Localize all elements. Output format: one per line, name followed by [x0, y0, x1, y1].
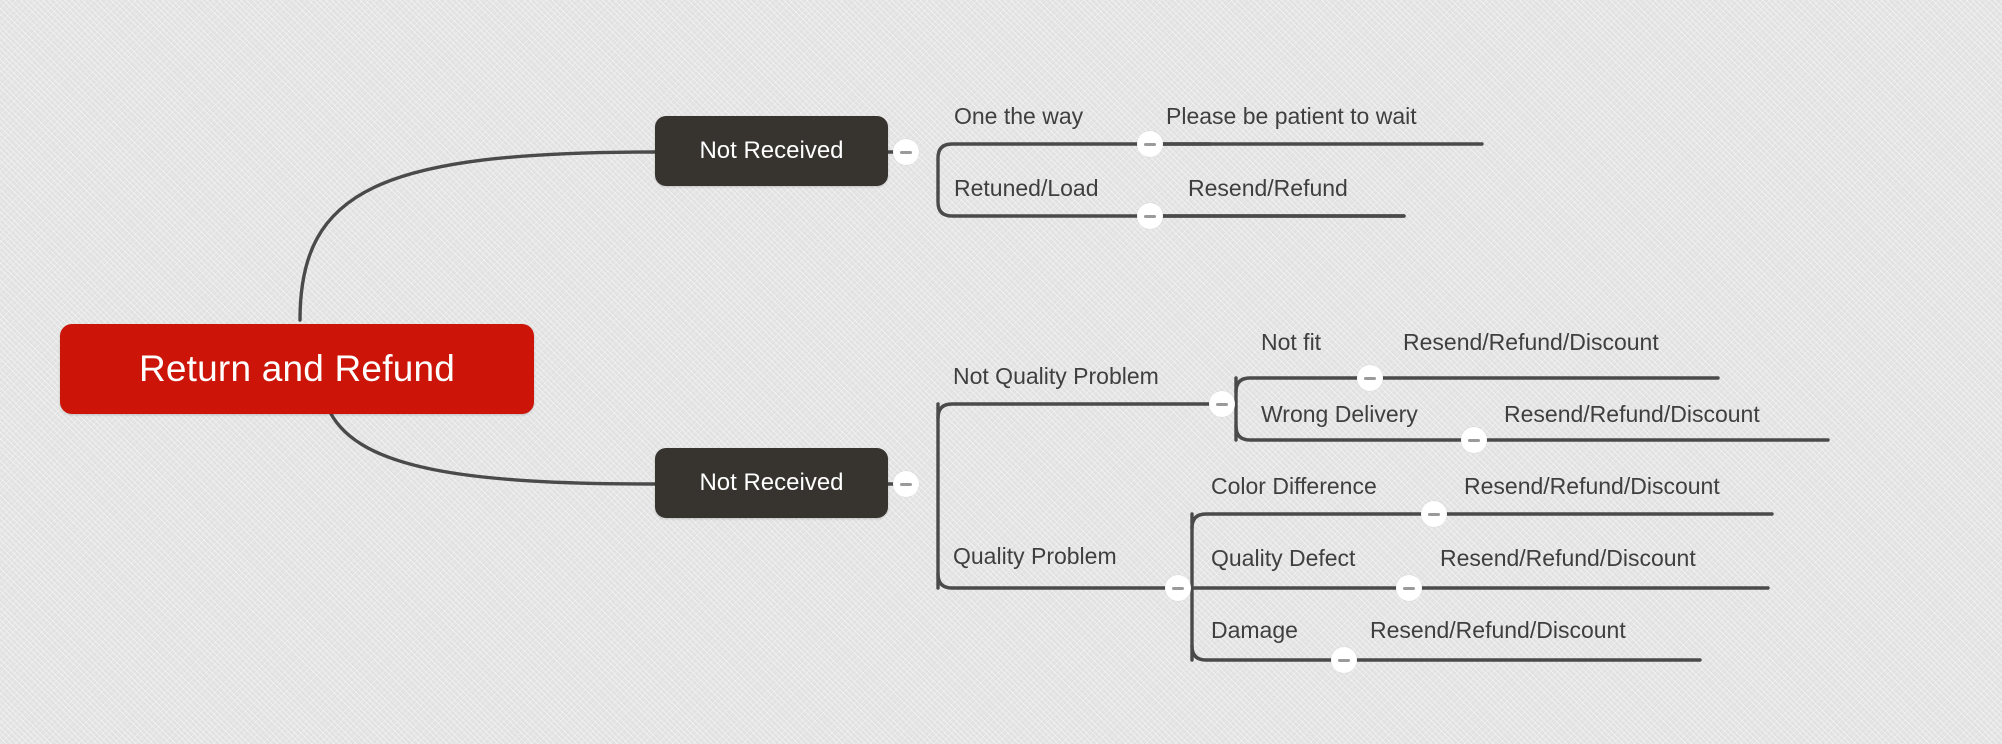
- minus-icon: [1338, 658, 1350, 662]
- minus-icon: [1144, 214, 1156, 218]
- collapse-toggle-quality-defect[interactable]: [1396, 575, 1422, 601]
- collapse-toggle-not-quality-problem[interactable]: [1209, 391, 1235, 417]
- label-resend-refund[interactable]: Resend/Refund: [1188, 175, 1348, 201]
- branch-node-bottom-label: Not Received: [699, 469, 844, 496]
- collapse-toggle-branch-top[interactable]: [893, 139, 919, 165]
- minus-icon: [1468, 438, 1480, 442]
- label-not-fit[interactable]: Not fit: [1261, 329, 1322, 355]
- collapse-toggle-branch-bottom[interactable]: [893, 471, 919, 497]
- label-one-the-way[interactable]: One the way: [954, 103, 1084, 129]
- label-color-difference[interactable]: Color Difference: [1211, 473, 1377, 499]
- branch-node-not-received-top[interactable]: Not Received: [655, 116, 888, 186]
- collapse-toggle-damage[interactable]: [1331, 647, 1357, 673]
- label-not-fit-action[interactable]: Resend/Refund/Discount: [1403, 329, 1659, 355]
- minus-icon: [1216, 402, 1228, 406]
- label-damage-action[interactable]: Resend/Refund/Discount: [1370, 617, 1626, 643]
- label-damage[interactable]: Damage: [1211, 617, 1298, 643]
- collapse-toggle-one-the-way[interactable]: [1137, 131, 1163, 157]
- minus-icon: [1403, 586, 1415, 590]
- minus-icon: [1144, 142, 1156, 146]
- collapse-toggle-retuned-load[interactable]: [1137, 203, 1163, 229]
- collapse-toggle-color-difference[interactable]: [1421, 501, 1447, 527]
- branch-node-not-received-bottom[interactable]: Not Received: [655, 448, 888, 518]
- label-not-quality-problem[interactable]: Not Quality Problem: [953, 363, 1159, 389]
- root-node-label: Return and Refund: [138, 348, 456, 389]
- branch-node-top-label: Not Received: [699, 137, 844, 164]
- collapse-toggle-wrong-delivery[interactable]: [1461, 427, 1487, 453]
- label-quality-defect[interactable]: Quality Defect: [1211, 545, 1356, 571]
- label-quality-defect-action[interactable]: Resend/Refund/Discount: [1440, 545, 1696, 571]
- minus-icon: [1364, 376, 1376, 380]
- collapse-toggle-not-fit[interactable]: [1357, 365, 1383, 391]
- minus-icon: [1428, 512, 1440, 516]
- minus-icon: [900, 150, 912, 154]
- label-please-be-patient-to-wait[interactable]: Please be patient to wait: [1166, 103, 1417, 129]
- label-wrong-delivery[interactable]: Wrong Delivery: [1261, 401, 1418, 427]
- label-retuned-load[interactable]: Retuned/Load: [954, 175, 1099, 201]
- label-color-difference-action[interactable]: Resend/Refund/Discount: [1464, 473, 1720, 499]
- minus-icon: [1172, 586, 1184, 590]
- minus-icon: [900, 482, 912, 486]
- label-wrong-delivery-action[interactable]: Resend/Refund/Discount: [1504, 401, 1760, 427]
- collapse-toggle-quality-problem[interactable]: [1165, 575, 1191, 601]
- root-node[interactable]: Return and Refund: [60, 324, 534, 414]
- label-quality-problem[interactable]: Quality Problem: [953, 543, 1117, 569]
